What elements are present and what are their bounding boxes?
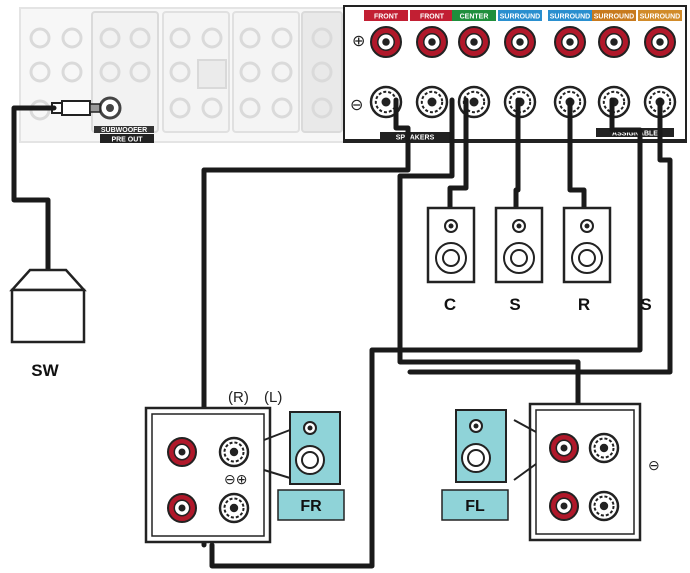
- terminal-header: SURROUND: [640, 14, 680, 21]
- right-marker: (R): [228, 389, 249, 406]
- terminal-plus-post: [554, 26, 586, 58]
- terminal-header-bg: [452, 10, 496, 21]
- terminal-header-bg: [364, 10, 408, 21]
- subwoofer-preout-jack: SUBWOOFER PRE OUT: [94, 96, 154, 144]
- terminal-headers: FRONT FRONT CENTER SURROUND SURROUND SURROUND…: [364, 10, 682, 21]
- surround-speaker: [494, 206, 544, 284]
- surround-cable: [513, 97, 521, 213]
- fl-red-post-bottom: [549, 491, 579, 521]
- front-right-label: FR: [300, 498, 322, 515]
- fr-red-post-bottom: [167, 493, 197, 523]
- terminal-header-bg: [548, 10, 592, 21]
- faded-rear-panel: [19, 7, 346, 143]
- small-speakers: [426, 206, 612, 284]
- speaker-label-surround: S: [509, 295, 520, 314]
- front-left-posts: [549, 432, 620, 522]
- fl-white-post-top: [588, 432, 620, 464]
- speaker-terminal-panel: ⊕ ⊖ FRONT FRONT CENTER SURROUND SURROUND SURR…: [343, 5, 687, 143]
- polarity-left: ⊖: [648, 457, 660, 473]
- subwoofer-section-label: SUBWOOFER: [101, 127, 147, 134]
- terminal-header: FRONT: [374, 14, 399, 21]
- terminal-header: FRONT: [420, 14, 445, 21]
- fr-white-post-top: [218, 436, 250, 468]
- terminal-header-bg: [410, 10, 454, 21]
- fl-white-post-bottom: [588, 490, 620, 522]
- front-left-label: FL: [465, 498, 485, 515]
- center-speaker: [426, 206, 476, 284]
- speaker-label-rear: R: [578, 295, 590, 314]
- front-right-cable: [201, 97, 411, 548]
- terminal-minus-post: [415, 85, 449, 119]
- front-left-speaker: FL: [441, 409, 509, 521]
- terminal-header: SURROUND: [594, 14, 634, 21]
- fr-white-post-bottom: [218, 492, 250, 524]
- pre-out-label: PRE OUT: [111, 137, 143, 144]
- speaker-label-surround-2: S: [640, 295, 651, 314]
- front-left-cable-2: [407, 97, 673, 375]
- minus-symbol: ⊖: [350, 97, 363, 114]
- terminal-header: CENTER: [460, 14, 489, 21]
- surround-back-speaker: [562, 206, 612, 284]
- terminal-header-bg: [638, 10, 682, 21]
- assignable-cable: [209, 97, 643, 569]
- cables: [11, 97, 673, 569]
- fr-red-post-top: [167, 437, 197, 467]
- rca-plug: [51, 100, 101, 116]
- front-left-terminal-box: [513, 402, 642, 542]
- subwoofer-cable: [11, 105, 57, 273]
- fl-red-post-top: [549, 433, 579, 463]
- terminal-header: SURROUND: [550, 14, 590, 21]
- polarity-right: ⊖⊕: [224, 471, 247, 487]
- terminal-plus-post: [644, 26, 676, 58]
- front-right-posts: [167, 436, 250, 524]
- terminal-plus-post: [504, 26, 536, 58]
- terminal-plus-post: [370, 26, 402, 58]
- terminal-header: SURROUND: [500, 14, 540, 21]
- subwoofer-box: SW: [9, 268, 87, 380]
- front-right-terminal-box: [144, 406, 291, 544]
- left-marker: (L): [264, 389, 282, 406]
- speaker-label-center: C: [444, 295, 456, 314]
- plus-symbol: ⊕: [352, 33, 365, 50]
- subwoofer-label: SW: [31, 361, 59, 380]
- front-right-speaker: FR: [277, 411, 345, 521]
- center-cable: [447, 97, 469, 213]
- terminal-plus-post: [458, 26, 490, 58]
- terminal-header-bg: [498, 10, 542, 21]
- speakers-section-label: SPEAKERS: [396, 135, 435, 142]
- terminal-header-bg: [592, 10, 636, 21]
- assignable-section-label: ASSIGNABLE: [612, 131, 658, 138]
- terminal-plus-post: [598, 26, 630, 58]
- surround-back-cable: [567, 97, 587, 213]
- terminal-plus-post: [416, 26, 448, 58]
